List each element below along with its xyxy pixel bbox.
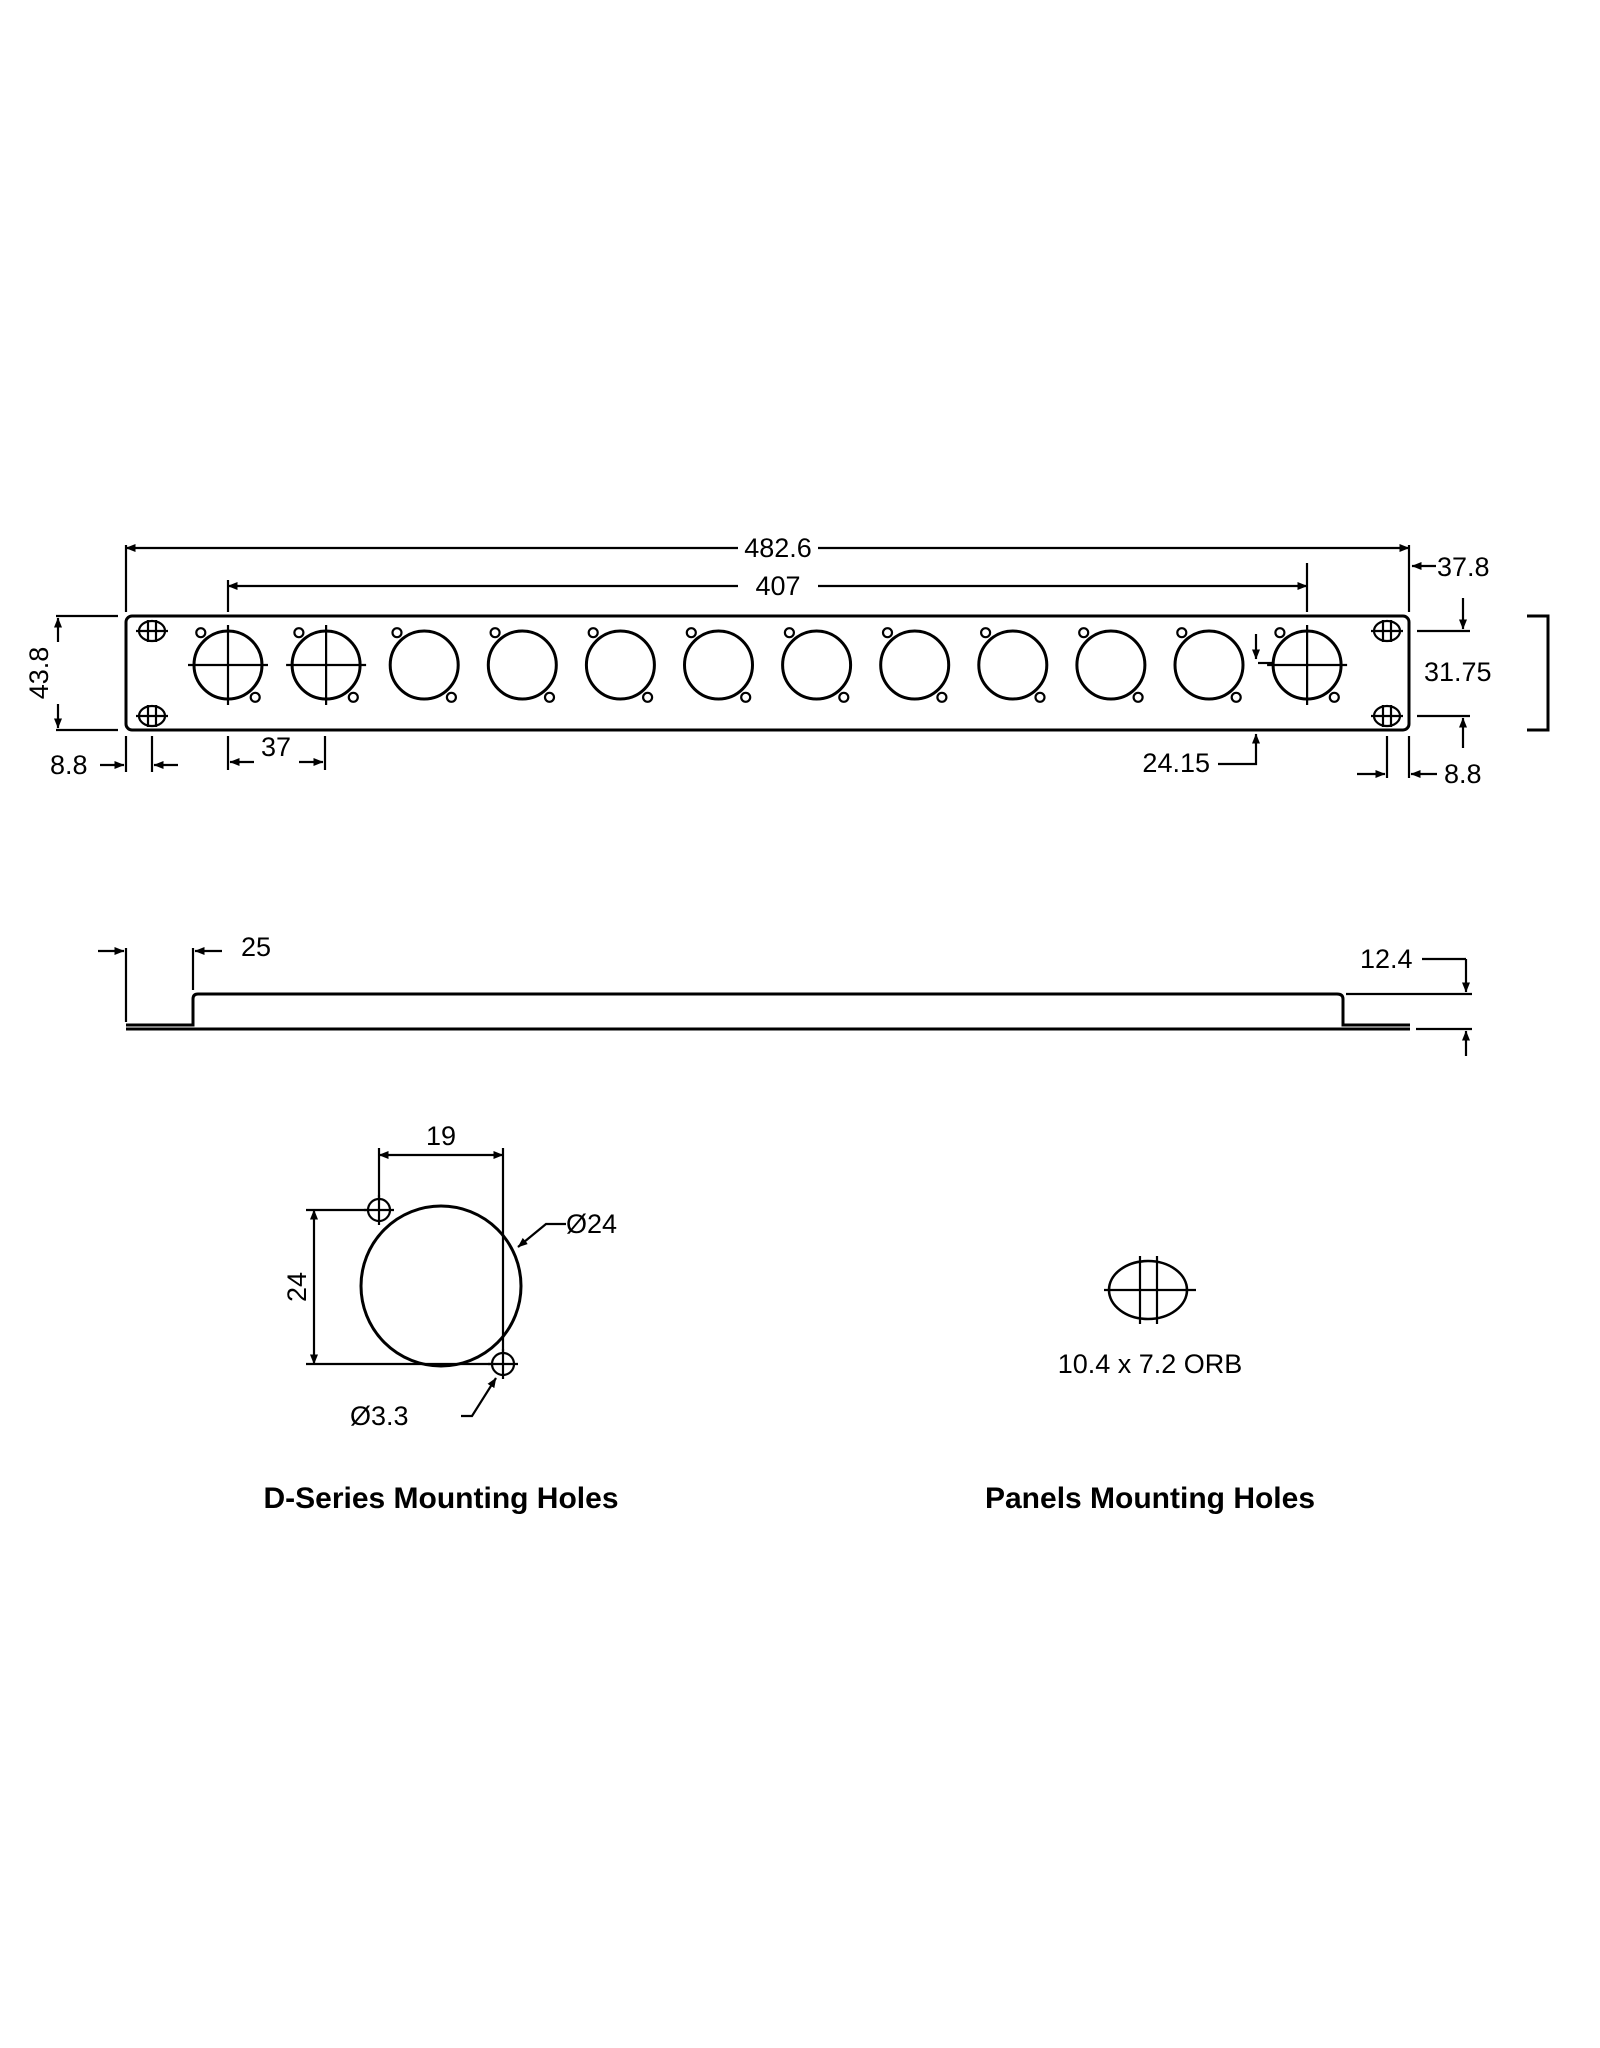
dim-main-diameter-leader <box>517 1222 566 1248</box>
dim-right-margin: 8.8 <box>1444 759 1482 789</box>
connector-screw-hole <box>1230 691 1242 703</box>
connector-screw-hole <box>838 691 850 703</box>
orb-hole-size: 10.4 x 7.2 ORB <box>1058 1349 1243 1379</box>
panel-slot-top-left <box>136 619 168 643</box>
side-view: 25 12.4 <box>98 932 1472 1056</box>
connector-screw-hole <box>489 627 501 639</box>
connector-screw-hole <box>740 691 752 703</box>
dim-screw-spacing: 19 <box>426 1121 456 1151</box>
connector-screw-hole <box>881 627 894 639</box>
d-series-detail: 19 24 Ø24 Ø3.3 D-Series Mounting Holes <box>263 1121 618 1515</box>
connector-screw-hole <box>685 627 697 639</box>
connector-screw-hole <box>641 691 654 703</box>
connector-screw-hole <box>1132 691 1144 703</box>
connector-hole <box>486 627 558 703</box>
d-series-main-hole <box>359 1204 523 1368</box>
dim-screw-diameter: Ø3.3 <box>350 1401 409 1431</box>
dim-mount-vertical: 31.75 <box>1424 657 1492 687</box>
dim-overall-width: 482.6 <box>744 533 812 563</box>
connector-hole <box>286 625 367 705</box>
connector-holes <box>188 625 1348 705</box>
connector-hole <box>1173 627 1245 703</box>
panel-slot-top-right <box>1371 619 1403 643</box>
dim-pitch: 37 <box>261 732 291 762</box>
connector-screw-hole <box>391 627 403 639</box>
dim-left-margin: 8.8 <box>50 750 88 780</box>
dim-flange: 25 <box>241 932 271 962</box>
d-series-caption: D-Series Mounting Holes <box>263 1482 618 1515</box>
dim-right-offset: 37.8 <box>1437 552 1490 582</box>
connector-hole <box>879 627 951 703</box>
connector-hole <box>977 627 1049 703</box>
connector-screw-hole <box>1328 691 1340 703</box>
dim-hole-spacing: 407 <box>755 571 800 601</box>
front-view: 482.6 407 37.8 43.8 31.75 8.8 <box>24 533 1550 789</box>
dim-vertical-spacing: 24 <box>282 1272 312 1302</box>
panel-outline <box>124 614 1411 732</box>
connector-screw-hole <box>249 691 261 703</box>
dim-height: 43.8 <box>24 647 54 700</box>
connector-screw-hole <box>347 691 359 703</box>
connector-screw-hole <box>1274 627 1286 639</box>
panel-holes-caption: Panels Mounting Holes <box>985 1482 1315 1515</box>
orb-hole-icon <box>1104 1256 1196 1324</box>
dim-main-diameter: Ø24 <box>566 1209 617 1239</box>
connector-hole <box>683 627 754 703</box>
panel-slot-bottom-right <box>1371 704 1403 728</box>
connector-screw-hole <box>1034 691 1046 703</box>
connector-screw-hole <box>1176 627 1188 639</box>
dim-hole-offset-leader <box>1218 733 1260 766</box>
connector-screw-hole <box>445 691 457 703</box>
dim-thickness: 12.4 <box>1360 944 1413 974</box>
connector-screw-hole <box>543 691 556 703</box>
connector-screw-hole <box>587 627 599 639</box>
connector-hole <box>1267 625 1348 705</box>
connector-screw-hole <box>936 691 948 703</box>
connector-hole <box>584 627 656 703</box>
connector-screw-hole <box>1078 627 1090 639</box>
panel-slot-bottom-left <box>136 704 168 728</box>
dim-hole-offset: 24.15 <box>1142 748 1210 778</box>
connector-hole <box>388 627 460 703</box>
dim-screw-diameter-leader <box>461 1377 497 1418</box>
height-bracket <box>1527 614 1550 732</box>
side-profile <box>126 992 1410 1027</box>
connector-hole <box>1075 627 1147 703</box>
connector-screw-hole <box>979 627 992 639</box>
connector-screw-hole <box>783 627 796 639</box>
connector-screw-hole <box>195 627 207 639</box>
connector-hole <box>188 625 268 705</box>
panel-hole-detail: 10.4 x 7.2 ORB Panels Mounting Holes <box>985 1256 1315 1515</box>
connector-screw-hole <box>293 627 305 639</box>
connector-hole <box>781 627 853 703</box>
